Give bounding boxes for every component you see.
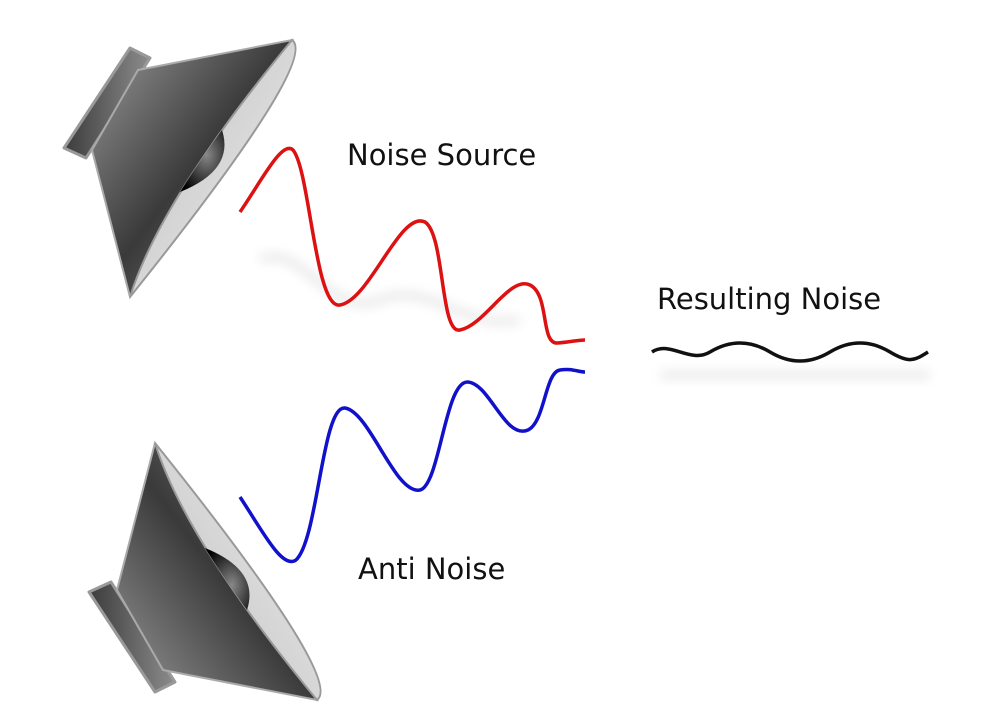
noise-source-label: Noise Source [347, 138, 537, 172]
noise-source-wave [238, 146, 586, 345]
resulting-noise-label: Resulting Noise [657, 282, 882, 316]
wave-shadows [258, 253, 930, 378]
resulting-noise-wave [651, 341, 929, 363]
anti-noise-speaker [87, 441, 323, 702]
anti-noise-wave [238, 367, 586, 564]
anti-noise-label: Anti Noise [358, 552, 506, 586]
